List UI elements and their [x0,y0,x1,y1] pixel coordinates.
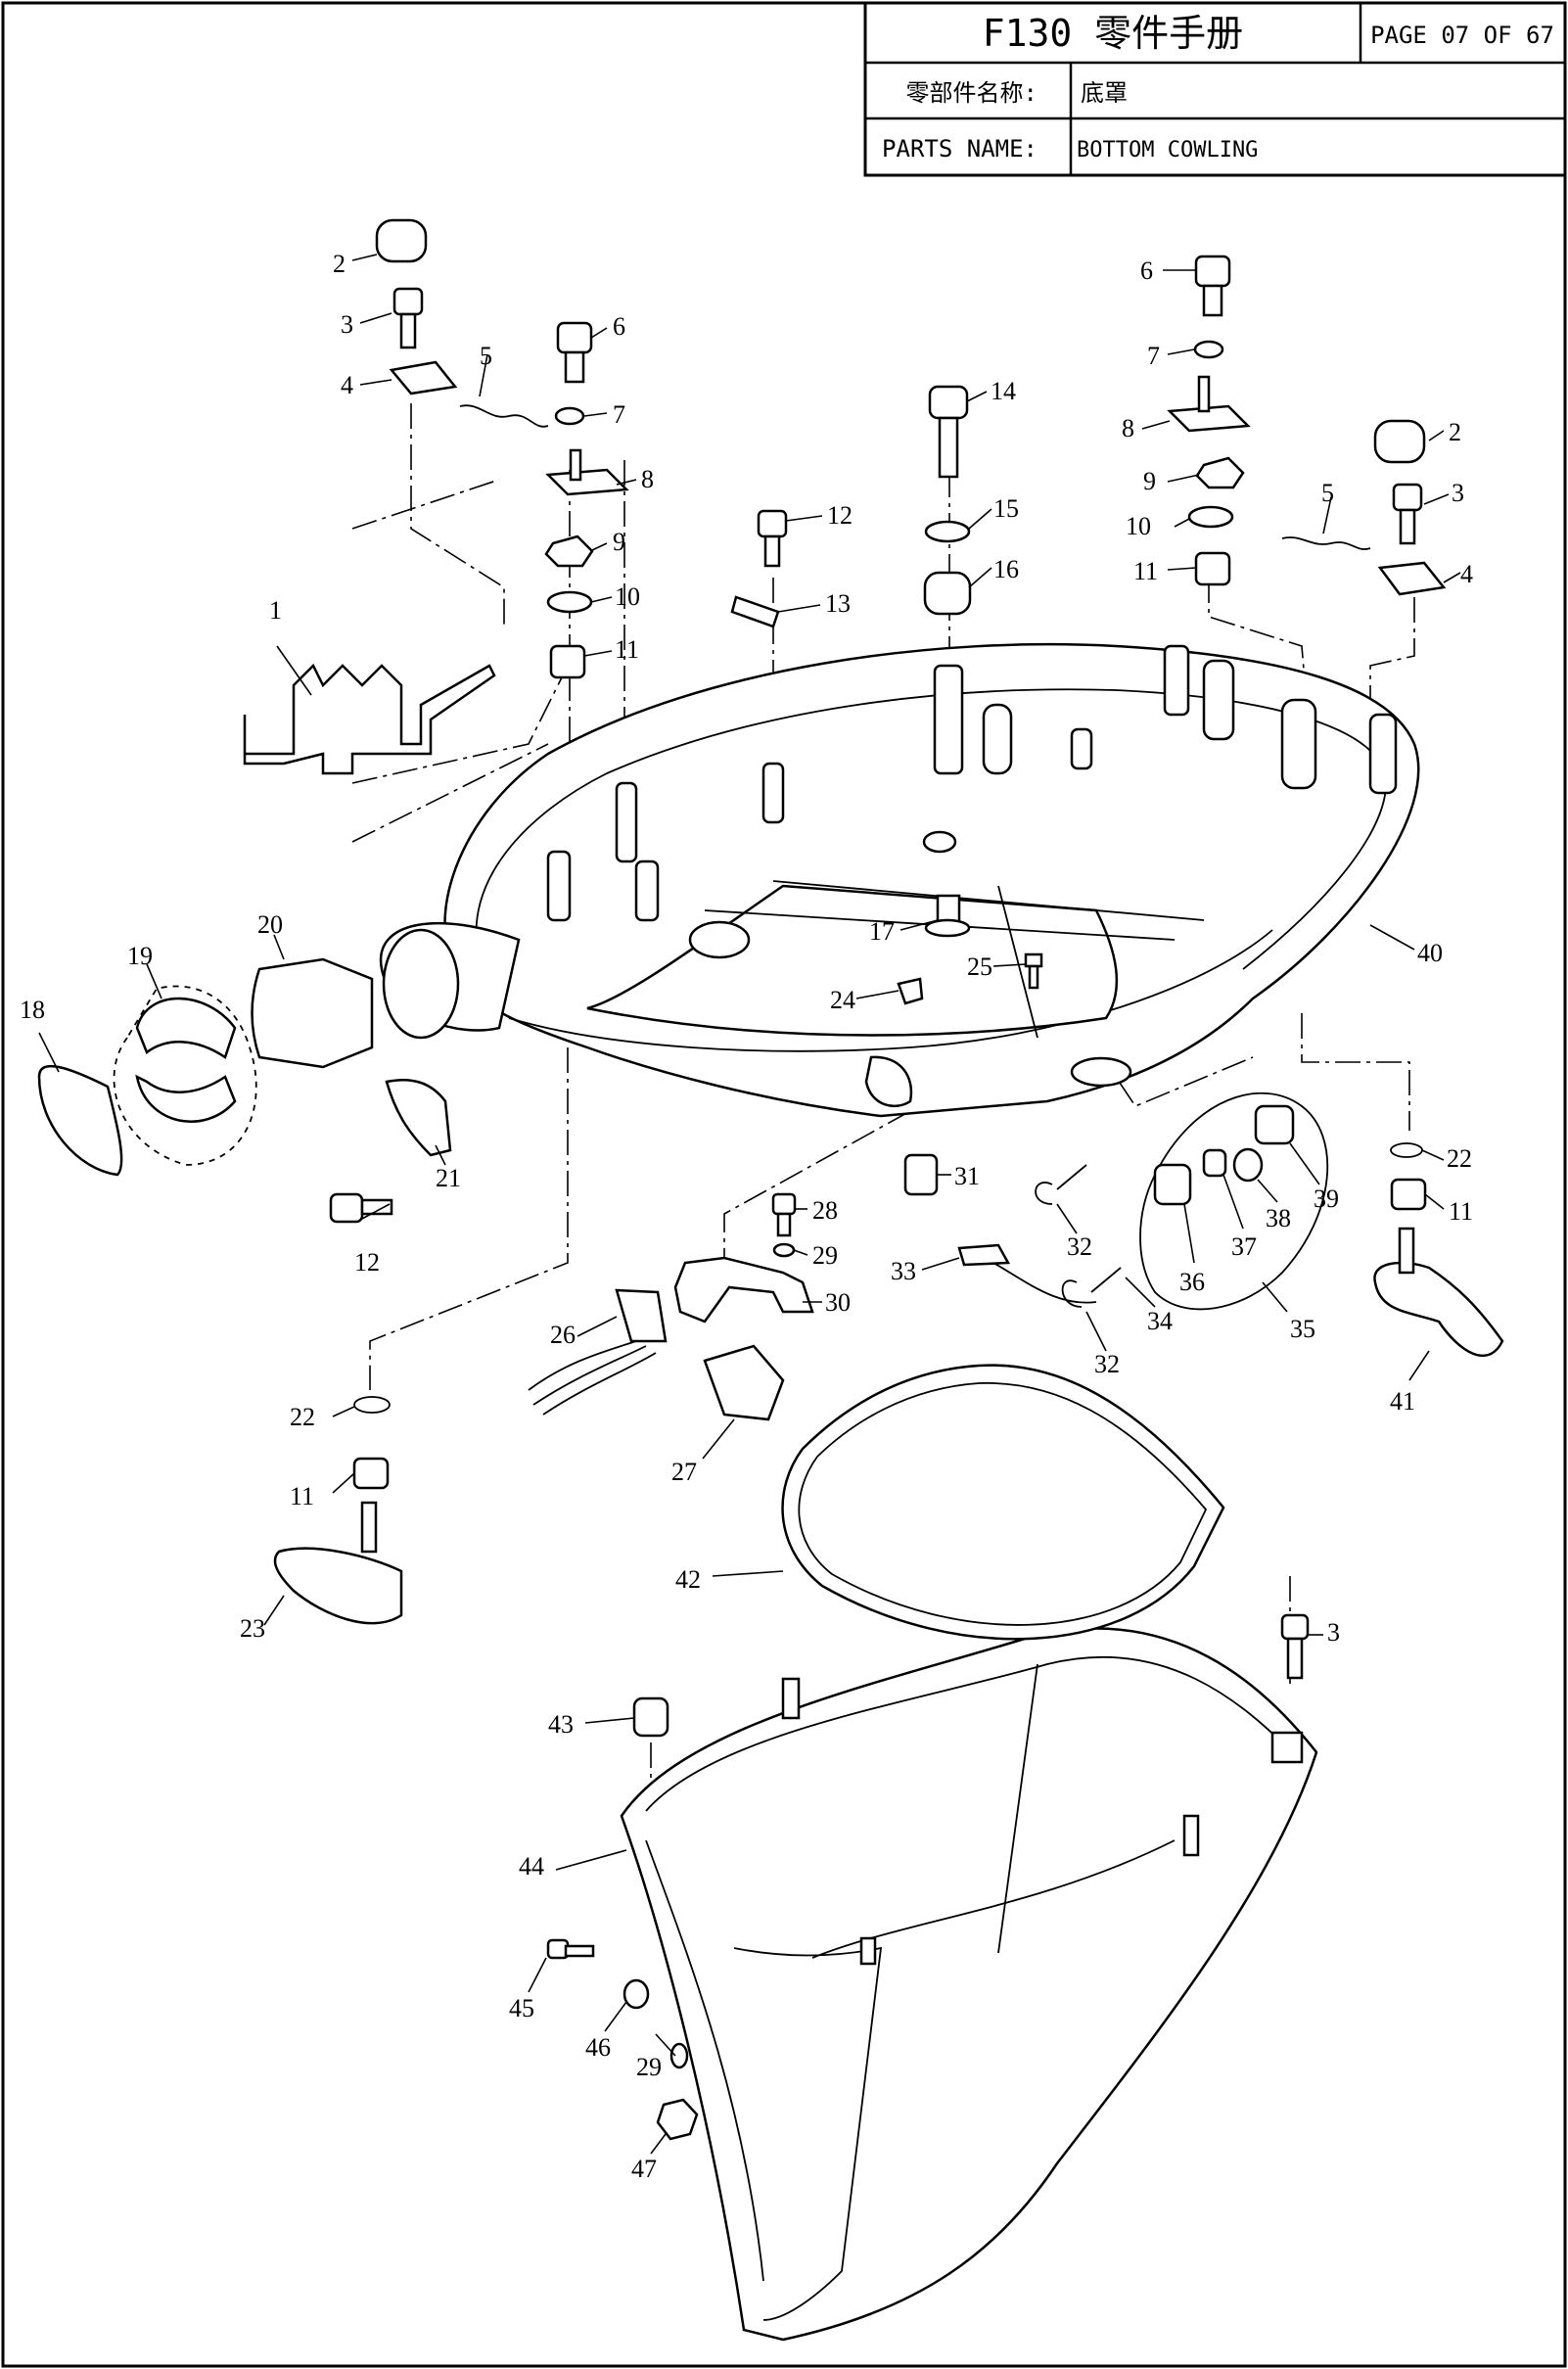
callout-10b: 10 [1126,512,1151,540]
bottom-cowling-shell [379,642,1420,1118]
callout-11c: 11 [1449,1197,1473,1226]
callout-29: 29 [812,1241,838,1270]
callout-10: 10 [615,582,640,611]
callout-35: 35 [1290,1315,1315,1343]
callout-14: 14 [991,377,1016,405]
lower-apron [620,1627,1318,2342]
parts-name-value-cn: 底罩 [1081,79,1128,107]
title-block: F130 零件手册 PAGE 07 OF 67 零部件名称: 底罩 PARTS … [863,1,1567,177]
callout-4: 4 [341,371,353,399]
leader-lines [38,254,1461,2155]
callout-27: 27 [671,1458,697,1486]
callout-16: 16 [993,555,1019,583]
callout-33: 33 [891,1257,916,1285]
callout-43: 43 [548,1710,574,1739]
callout-22b: 22 [290,1403,315,1431]
callout-11: 11 [615,635,639,664]
callout-36: 36 [1179,1268,1205,1296]
callout-44: 44 [519,1852,544,1881]
callout-7b: 7 [1147,342,1160,370]
callout-13: 13 [825,589,851,618]
callout-34: 34 [1147,1307,1173,1335]
callout-42: 42 [675,1565,701,1594]
callout-20: 20 [257,910,283,939]
callout-39: 39 [1314,1184,1339,1213]
callout-5b: 5 [1321,479,1334,507]
parts-name-label-cn: 零部件名称: [906,79,1038,107]
callout-38: 38 [1266,1204,1291,1232]
callout-37: 37 [1231,1232,1257,1261]
callout-9b: 9 [1143,467,1156,495]
callout-11d: 11 [290,1482,314,1510]
callout-3: 3 [341,310,353,339]
callout-15: 15 [993,494,1019,523]
callout-11b: 11 [1133,557,1158,585]
callout-32: 32 [1067,1232,1092,1261]
small-parts [37,218,1504,2141]
callout-25: 25 [967,952,992,981]
callout-46: 46 [585,2033,611,2062]
callout-3b: 3 [1452,479,1464,507]
callout-1: 1 [269,596,282,625]
callout-19: 19 [127,942,153,970]
callout-12: 12 [827,501,853,530]
callout-6: 6 [613,312,625,341]
callout-22: 22 [1447,1144,1472,1173]
callout-21: 21 [436,1164,461,1192]
parts-name-value-en: BOTTOM COWLING [1077,138,1258,163]
callout-4b: 4 [1460,560,1473,588]
callout-7: 7 [613,400,625,429]
callout-8: 8 [641,465,654,493]
callout-24: 24 [830,986,855,1014]
callout-2b: 2 [1449,418,1461,446]
callout-5: 5 [480,342,492,370]
callout-40: 40 [1417,939,1443,967]
callout-9: 9 [613,528,625,556]
callout-45: 45 [509,1994,534,2022]
callout-3c: 3 [1327,1618,1340,1647]
callout-31: 31 [954,1162,980,1190]
callout-17: 17 [869,917,895,946]
seal-ring [781,1364,1225,1641]
page-number: PAGE 07 OF 67 [1370,22,1554,49]
callout-30: 30 [825,1288,851,1317]
callout-18: 18 [20,996,45,1024]
callout-23: 23 [240,1614,265,1643]
callout-labels: 1 2 2 3 3 3 4 4 5 5 6 6 7 7 8 8 9 9 10 1… [20,250,1473,2183]
callout-29b: 29 [636,2053,662,2081]
callout-26: 26 [550,1321,576,1349]
callout-41: 41 [1390,1387,1415,1416]
callout-8b: 8 [1122,414,1134,442]
callout-12b: 12 [354,1248,380,1277]
callout-47: 47 [631,2155,657,2183]
callout-28: 28 [812,1196,838,1225]
parts-name-label-en: PARTS NAME: [882,135,1038,163]
document-title: F130 零件手册 [983,12,1243,55]
callout-6b: 6 [1140,256,1153,285]
callout-32b: 32 [1094,1350,1120,1378]
callout-2: 2 [333,250,346,278]
